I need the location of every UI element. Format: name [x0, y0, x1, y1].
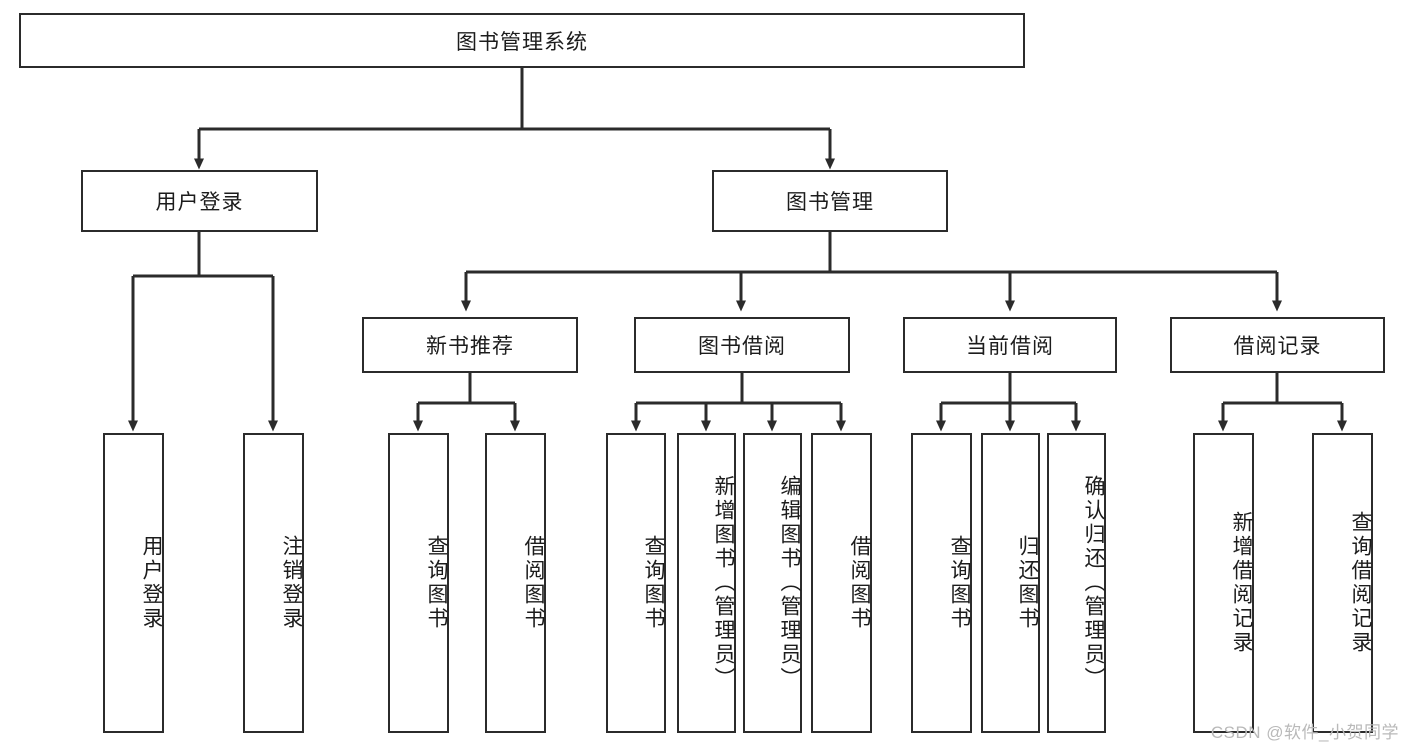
node-root[interactable]: 图书管理系统 [19, 13, 1025, 68]
leaf-query-record-label: 查询借阅记录 [1349, 511, 1372, 655]
leaf-borrow-book-2-label: 借阅图书 [848, 535, 871, 631]
leaf-borrow-book-1-label: 借阅图书 [522, 535, 545, 631]
node-new-book-recommend-label: 新书推荐 [426, 335, 514, 358]
leaf-add-record-label: 新增借阅记录 [1230, 511, 1253, 655]
leaf-edit-book-label: 编辑图书（管理员） [778, 475, 801, 691]
watermark: CSDN @软件_小贺同学 [1210, 723, 1399, 742]
leaf-query-book-1[interactable]: 查询图书 [388, 433, 449, 733]
node-book-management-label: 图书管理 [786, 191, 874, 214]
leaf-query-book-3[interactable]: 查询图书 [911, 433, 972, 733]
leaf-borrow-book-2[interactable]: 借阅图书 [811, 433, 872, 733]
node-book-management[interactable]: 图书管理 [712, 170, 948, 232]
leaf-query-book-1-label: 查询图书 [425, 535, 448, 631]
node-user-login[interactable]: 用户登录 [81, 170, 318, 232]
leaf-add-book[interactable]: 新增图书（管理员） [677, 433, 736, 733]
node-borrow-record-label: 借阅记录 [1233, 335, 1322, 358]
leaf-add-book-label: 新增图书（管理员） [712, 475, 735, 691]
leaf-query-book-3-label: 查询图书 [948, 535, 971, 631]
leaf-add-record[interactable]: 新增借阅记录 [1193, 433, 1254, 733]
leaf-query-book-2[interactable]: 查询图书 [606, 433, 666, 733]
leaf-return-book[interactable]: 归还图书 [981, 433, 1040, 733]
leaf-user-logout-label: 注销登录 [280, 535, 303, 631]
node-new-book-recommend[interactable]: 新书推荐 [362, 317, 578, 373]
leaf-return-book-label: 归还图书 [1016, 535, 1039, 631]
node-book-borrow[interactable]: 图书借阅 [634, 317, 850, 373]
leaf-query-book-2-label: 查询图书 [642, 535, 665, 631]
leaf-confirm-return[interactable]: 确认归还（管理员） [1047, 433, 1106, 733]
leaf-edit-book[interactable]: 编辑图书（管理员） [743, 433, 802, 733]
node-root-label: 图书管理系统 [456, 30, 588, 54]
leaf-borrow-book-1[interactable]: 借阅图书 [485, 433, 546, 733]
leaf-user-logout[interactable]: 注销登录 [243, 433, 304, 733]
node-current-borrow[interactable]: 当前借阅 [903, 317, 1117, 373]
node-user-login-label: 用户登录 [155, 191, 244, 214]
node-current-borrow-label: 当前借阅 [966, 335, 1054, 358]
leaf-user-login[interactable]: 用户登录 [103, 433, 164, 733]
leaf-confirm-return-label: 确认归还（管理员） [1082, 475, 1105, 691]
node-borrow-record[interactable]: 借阅记录 [1170, 317, 1385, 373]
leaf-query-record[interactable]: 查询借阅记录 [1312, 433, 1373, 733]
leaf-user-login-label: 用户登录 [140, 535, 163, 631]
node-book-borrow-label: 图书借阅 [698, 335, 786, 358]
